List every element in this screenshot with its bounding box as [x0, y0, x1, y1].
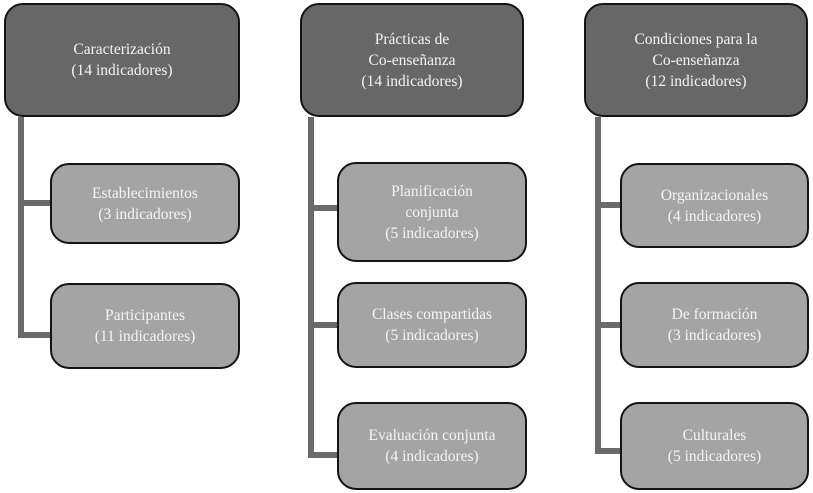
node-label: Culturales [682, 427, 747, 444]
node-count: (4 indicadores) [667, 207, 762, 225]
node-caracterizacion: Caracterización (14 indicadores) [4, 3, 240, 117]
node-label: Organizacionales [660, 186, 769, 204]
node-label: Condiciones para la Co-enseñanza [634, 30, 758, 69]
node-label: Evaluación conjunta [368, 427, 496, 444]
node-organizacionales: Organizacionales (4 indicadores) [620, 163, 809, 248]
connector-col3-vertical [595, 117, 601, 454]
node-count: (4 indicadores) [385, 448, 479, 465]
node-count: (11 indicadores) [94, 328, 196, 345]
node-count: (5 indicadores) [667, 448, 762, 465]
node-participantes: Participantes (11 indicadores) [50, 283, 240, 369]
node-label: Clases compartidas [371, 306, 493, 323]
node-label: Caracterización [73, 41, 171, 58]
node-count: (3 indicadores) [667, 327, 762, 344]
connector-col2-stub-1 [308, 205, 337, 211]
node-label: Planificación conjunta [391, 182, 473, 221]
node-label: De formación [671, 306, 758, 323]
node-establecimientos: Establecimientos (3 indicadores) [50, 163, 240, 244]
connector-col1-stub-1 [18, 200, 50, 206]
node-count: (14 indicadores) [361, 72, 463, 90]
connector-col2-stub-2 [308, 322, 337, 328]
connector-col2-stub-3 [308, 452, 337, 458]
node-clases-compartidas: Clases compartidas (5 indicadores) [337, 282, 527, 368]
connector-col3-stub-1 [595, 202, 620, 208]
node-de-formacion: De formación (3 indicadores) [620, 282, 809, 368]
connector-col3-stub-2 [595, 322, 620, 328]
node-planificacion-conjunta: Planificación conjunta (5 indicadores) [337, 162, 527, 262]
connector-col2-vertical [308, 117, 314, 458]
node-label: Prácticas de Co-enseñanza [368, 30, 456, 69]
connector-col3-stub-3 [595, 448, 620, 454]
node-culturales: Culturales (5 indicadores) [620, 402, 809, 490]
node-condiciones-co-ensenanza: Condiciones para la Co-enseñanza (12 ind… [584, 3, 808, 117]
node-count: (12 indicadores) [645, 72, 747, 90]
node-practicas-co-ensenanza: Prácticas de Co-enseñanza (14 indicadore… [300, 3, 524, 117]
node-count: (3 indicadores) [98, 205, 192, 223]
node-count: (5 indicadores) [385, 224, 479, 242]
node-count: (14 indicadores) [71, 62, 173, 79]
node-evaluacion-conjunta: Evaluación conjunta (4 indicadores) [337, 402, 527, 490]
node-label: Establecimientos [92, 184, 198, 202]
node-count: (5 indicadores) [385, 327, 479, 344]
connector-col1-stub-2 [18, 332, 50, 338]
connector-col1-vertical [18, 117, 24, 338]
node-label: Participantes [104, 307, 186, 324]
